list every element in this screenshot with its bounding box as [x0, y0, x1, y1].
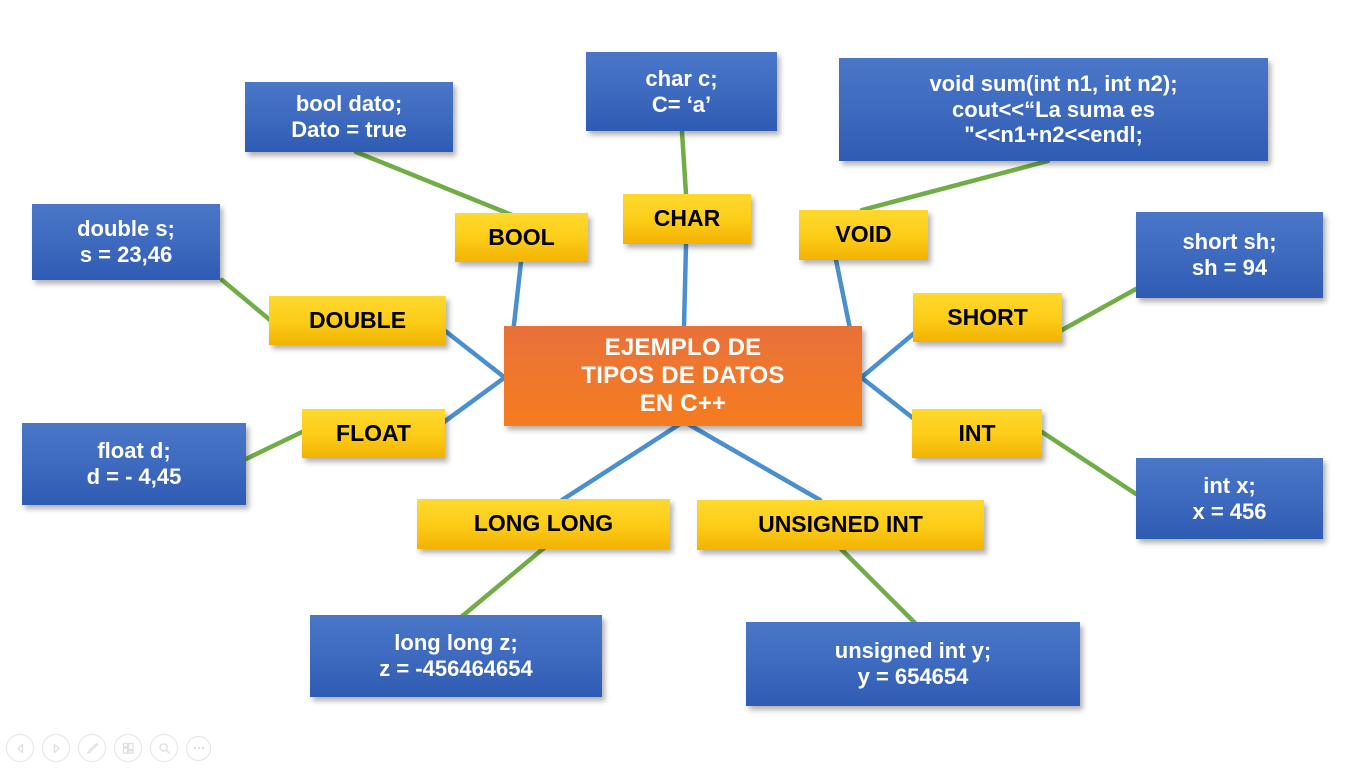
- connector-center-double: [441, 327, 507, 380]
- connector-center-int: [859, 375, 921, 425]
- zoom-icon[interactable]: [150, 734, 178, 762]
- slides-grid-icon[interactable]: [114, 734, 142, 762]
- connector-double-code: [219, 277, 273, 323]
- next-slide-icon[interactable]: [42, 734, 70, 762]
- code-node-bool[interactable]: bool dato; Dato = true: [245, 82, 453, 152]
- code-node-short[interactable]: short sh; sh = 94: [1136, 212, 1323, 298]
- type-node-float[interactable]: FLOAT: [302, 409, 445, 458]
- connector-float-code: [243, 429, 305, 462]
- type-node-bool[interactable]: BOOL: [455, 213, 588, 262]
- connector-int-code: [1039, 429, 1139, 497]
- type-node-double[interactable]: DOUBLE: [269, 296, 446, 345]
- code-node-char[interactable]: char c; C= ‘a’: [586, 52, 777, 131]
- code-node-double[interactable]: double s; s = 23,46: [32, 204, 220, 280]
- connector-short-code: [1059, 286, 1139, 333]
- code-node-unsigned-int[interactable]: unsigned int y; y = 654654: [746, 622, 1080, 706]
- connector-char-code: [679, 129, 689, 197]
- more-options-icon[interactable]: [186, 735, 211, 761]
- type-node-unsigned-int[interactable]: UNSIGNED INT: [697, 500, 984, 550]
- connector-unsignedint-code: [837, 545, 919, 627]
- code-node-void[interactable]: void sum(int n1, int n2); cout<<“La suma…: [839, 58, 1268, 161]
- type-node-void[interactable]: VOID: [799, 210, 928, 260]
- connector-center-float: [441, 375, 507, 425]
- code-node-int[interactable]: int x; x = 456: [1136, 458, 1323, 539]
- center-node[interactable]: EJEMPLO DE TIPOS DE DATOS EN C++: [504, 326, 862, 426]
- type-node-short[interactable]: SHORT: [913, 293, 1062, 342]
- connector-longlong-code: [457, 545, 547, 621]
- code-node-long-long[interactable]: long long z; z = -456464654: [310, 615, 602, 697]
- connector-center-short: [859, 327, 921, 380]
- type-node-int[interactable]: INT: [912, 409, 1042, 458]
- type-node-long-long[interactable]: LONG LONG: [417, 499, 670, 549]
- connector-bool-code: [353, 149, 515, 218]
- pen-icon[interactable]: [78, 734, 106, 762]
- code-node-float[interactable]: float d; d = - 4,45: [22, 423, 246, 505]
- previous-slide-icon[interactable]: [6, 734, 34, 762]
- presentation-toolbar: [6, 734, 211, 762]
- type-node-char[interactable]: CHAR: [623, 194, 751, 244]
- connector-center-char: [681, 242, 689, 329]
- connector-center-longlong: [559, 421, 683, 503]
- connector-center-unsignedint: [685, 421, 823, 503]
- connector-void-code: [859, 158, 1051, 213]
